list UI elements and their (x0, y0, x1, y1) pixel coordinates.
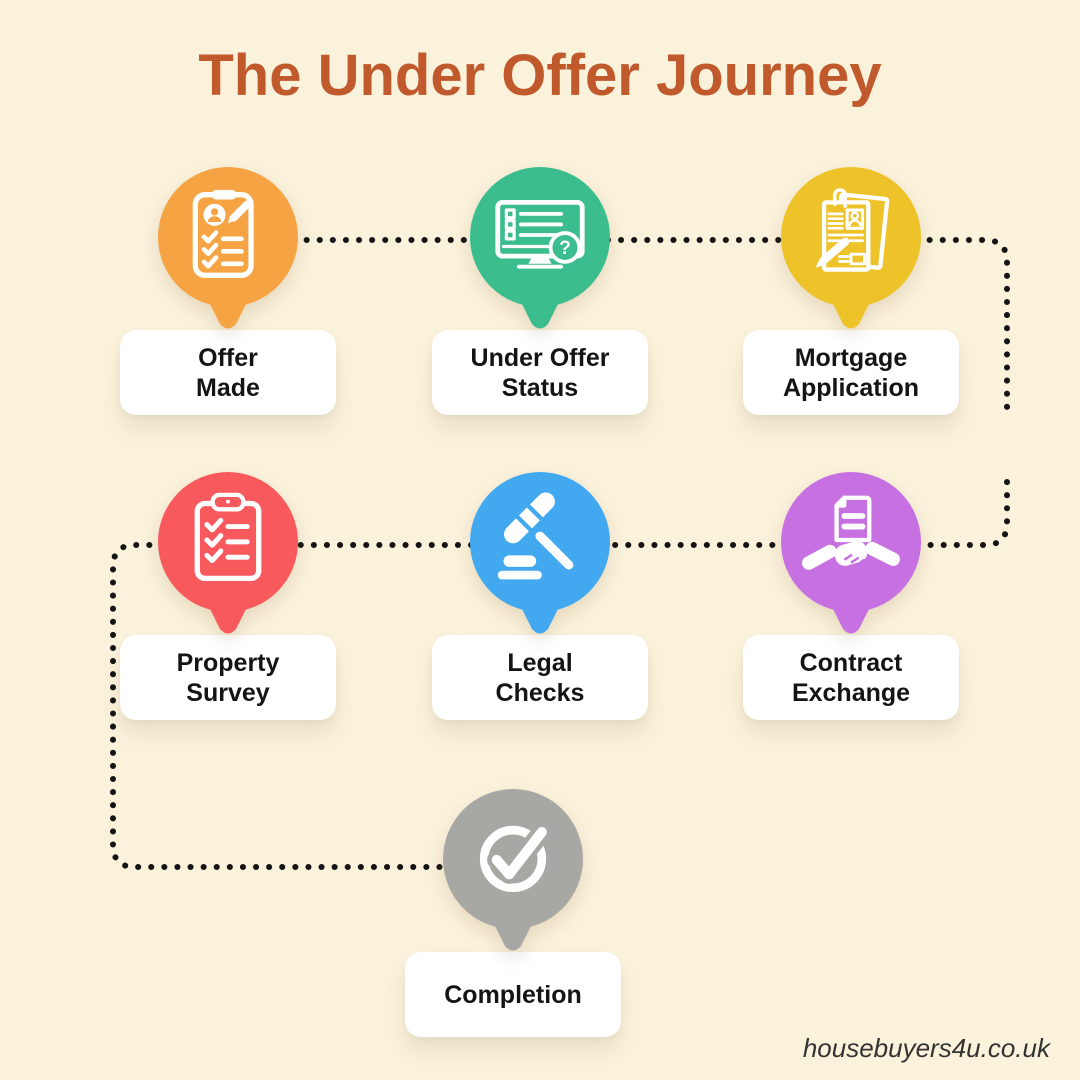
step-label-card: Property Survey (120, 635, 336, 720)
step-label-card: Mortgage Application (743, 330, 959, 415)
step-label: Under Offer Status (470, 343, 610, 402)
step-label-card: Completion (405, 952, 621, 1037)
step-label-card: Under Offer Status (432, 330, 648, 415)
step-label: Legal Checks (495, 648, 585, 707)
gavel-icon (470, 472, 610, 634)
monitor-question-icon: ? (470, 167, 610, 329)
step-label-card: Offer Made (120, 330, 336, 415)
question-badge: ? (559, 238, 571, 259)
step-offer-made: Offer Made (120, 166, 336, 415)
step-property-survey: Property Survey (120, 471, 336, 720)
checklist-clipboard-icon (158, 472, 298, 634)
step-completion: Completion (405, 788, 621, 1037)
step-legal-checks: Legal Checks (432, 471, 648, 720)
handshake-document-icon (781, 472, 921, 634)
step-label: Contract Exchange (791, 648, 911, 707)
check-circle-icon (443, 789, 583, 951)
website-watermark: housebuyers4u.co.uk (802, 1033, 1050, 1063)
step-mortgage-application: Mortgage Application (743, 166, 959, 415)
clipboard-person-icon (158, 167, 298, 329)
step-label: Offer Made (196, 343, 260, 402)
application-form-icon (781, 167, 921, 329)
step-label: Mortgage Application (782, 343, 920, 402)
page-title: The Under Offer Journey (198, 43, 882, 108)
step-under-offer-status: ? Under Offer Status (432, 166, 648, 415)
step-label-card: Legal Checks (432, 635, 648, 720)
connector-left-down (110, 542, 543, 870)
step-label-card: Contract Exchange (743, 635, 959, 720)
connector-right-down-lower (848, 479, 1010, 548)
step-label: Completion (444, 980, 582, 1009)
connector-right-down-upper (848, 237, 1010, 413)
step-contract-exchange: Contract Exchange (743, 471, 959, 720)
step-label: Property Survey (176, 648, 280, 707)
